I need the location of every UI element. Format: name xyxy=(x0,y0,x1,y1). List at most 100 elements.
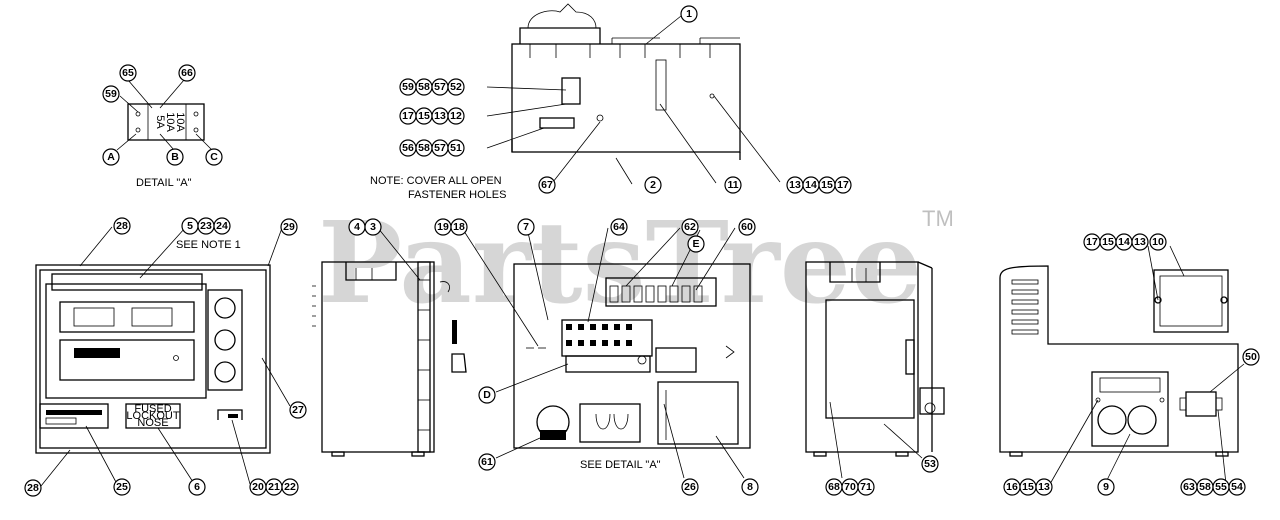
callout-balloon: 17 xyxy=(1083,233,1101,251)
svg-text:71: 71 xyxy=(860,481,872,493)
svg-text:51: 51 xyxy=(450,142,462,154)
svg-text:56: 56 xyxy=(402,142,414,154)
callout-balloon: 71 xyxy=(857,478,875,496)
callout-balloon: 13 xyxy=(786,176,804,194)
svg-text:54: 54 xyxy=(1231,481,1243,493)
svg-text:13: 13 xyxy=(1038,481,1050,493)
see-detail-text: SEE DETAIL "A" xyxy=(580,459,661,471)
callout-balloon: 22 xyxy=(281,478,299,496)
svg-text:66: 66 xyxy=(181,67,193,79)
svg-text:4: 4 xyxy=(354,221,360,233)
callout-balloon: 56 xyxy=(399,139,417,157)
watermark-trademark: TM xyxy=(922,206,954,231)
svg-text:62: 62 xyxy=(684,221,696,233)
callout-balloon: 26 xyxy=(681,478,699,496)
cover-note-line1: NOTE: COVER ALL OPEN xyxy=(370,175,502,187)
callout-balloon: 14 xyxy=(802,176,820,194)
callout-balloon: 17 xyxy=(834,176,852,194)
svg-text:14: 14 xyxy=(805,179,817,191)
callouts: 65 66 59 A B C 1 59 58 57 52 17 15 13 12… xyxy=(24,5,1260,497)
callout-balloon: 13 xyxy=(431,107,449,125)
see-note-text: SEE NOTE 1 xyxy=(176,239,241,251)
svg-text:65: 65 xyxy=(122,67,134,79)
svg-text:23: 23 xyxy=(200,220,212,232)
fuse-label: 10A xyxy=(164,112,176,132)
callout-balloon: 21 xyxy=(265,478,283,496)
svg-text:58: 58 xyxy=(418,142,430,154)
callout-balloon: 11 xyxy=(724,176,742,194)
callout-balloon: 58 xyxy=(415,78,433,96)
fused-text-line2: LOCKOUT xyxy=(126,410,179,422)
callout-balloon: 20 xyxy=(249,478,267,496)
svg-text:21: 21 xyxy=(268,481,280,493)
callout-balloon: 4 xyxy=(348,218,366,236)
callout-balloon: 67 xyxy=(538,176,556,194)
callout-balloon: 15 xyxy=(818,176,836,194)
svg-text:55: 55 xyxy=(1215,481,1227,493)
callout-balloon: 53 xyxy=(921,455,939,473)
callout-balloon: 29 xyxy=(280,218,298,236)
svg-text:59: 59 xyxy=(402,81,414,93)
detail-a-caption: DETAIL "A" xyxy=(136,177,192,189)
svg-text:50: 50 xyxy=(1245,351,1257,363)
svg-text:57: 57 xyxy=(434,81,446,93)
svg-text:17: 17 xyxy=(1086,236,1098,248)
svg-text:B: B xyxy=(171,151,179,163)
callout-balloon: 17 xyxy=(399,107,417,125)
svg-text:20: 20 xyxy=(252,481,264,493)
callout-balloon: 27 xyxy=(289,401,307,419)
svg-text:24: 24 xyxy=(216,220,228,232)
callout-balloon: 70 xyxy=(841,478,859,496)
svg-text:12: 12 xyxy=(450,110,462,122)
top-view-enclosure: NOTE: COVER ALL OPEN FASTENER HOLES xyxy=(370,3,741,201)
callout-balloon: 62 xyxy=(681,218,699,236)
svg-text:16: 16 xyxy=(1006,481,1018,493)
callout-balloon: 13 xyxy=(1131,233,1149,251)
callout-balloon: 7 xyxy=(517,218,535,236)
callout-balloon: 12 xyxy=(447,107,465,125)
callout-balloon: 52 xyxy=(447,78,465,96)
callout-balloon: 13 xyxy=(1035,478,1053,496)
svg-text:68: 68 xyxy=(828,481,840,493)
callout-balloon: 2 xyxy=(644,176,662,194)
svg-text:14: 14 xyxy=(1118,236,1130,248)
callout-balloon: 61 xyxy=(478,453,496,471)
svg-text:28: 28 xyxy=(116,220,128,232)
side-view-door xyxy=(805,261,945,457)
callout-balloon: 68 xyxy=(825,478,843,496)
interior-view: SEE DETAIL "A" xyxy=(513,263,751,471)
svg-text:58: 58 xyxy=(418,81,430,93)
callout-balloon: 54 xyxy=(1228,478,1246,496)
callout-balloon: 19 xyxy=(434,218,452,236)
svg-text:29: 29 xyxy=(283,221,295,233)
callout-balloon: 6 xyxy=(188,478,206,496)
callout-balloon: 55 xyxy=(1212,478,1230,496)
callout-balloon: 66 xyxy=(178,64,196,82)
callout-balloon: 51 xyxy=(447,139,465,157)
callout-balloon: 23 xyxy=(197,217,215,235)
callout-balloon: 63 xyxy=(1180,478,1198,496)
svg-text:63: 63 xyxy=(1183,481,1195,493)
callout-balloon: 28 xyxy=(113,217,131,235)
callout-balloon: 10 xyxy=(1149,233,1167,251)
svg-text:67: 67 xyxy=(541,179,553,191)
callout-balloon: 57 xyxy=(431,139,449,157)
watermark-text: PartsTree xyxy=(318,198,922,329)
callout-balloon: 1 xyxy=(680,5,698,23)
callout-balloon: 59 xyxy=(399,78,417,96)
svg-text:10: 10 xyxy=(1152,236,1164,248)
svg-text:7: 7 xyxy=(523,221,529,233)
callout-balloon: 14 xyxy=(1115,233,1133,251)
callout-balloon: 50 xyxy=(1242,348,1260,366)
svg-text:28: 28 xyxy=(27,482,39,494)
svg-text:17: 17 xyxy=(837,179,849,191)
fuse-label: 5A xyxy=(154,115,166,129)
callout-balloon: 9 xyxy=(1097,478,1115,496)
svg-text:61: 61 xyxy=(481,456,493,468)
svg-text:53: 53 xyxy=(924,458,936,470)
callout-balloon: 15 xyxy=(415,107,433,125)
callout-balloon: 16 xyxy=(1003,478,1021,496)
side-view-hinge xyxy=(312,261,467,457)
svg-text:15: 15 xyxy=(1102,236,1114,248)
